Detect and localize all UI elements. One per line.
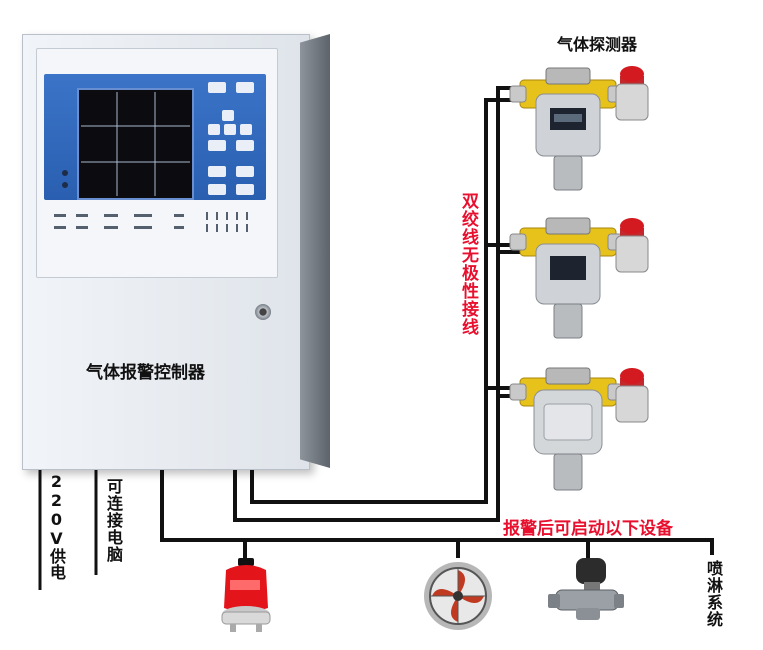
solenoid-valve-icon — [548, 558, 624, 620]
gas-detector-title: 气体探测器 — [557, 35, 638, 54]
key-button[interactable] — [236, 184, 254, 195]
bus-wire-outer — [233, 86, 520, 522]
key-right-button[interactable] — [240, 124, 252, 135]
lcd-grid — [81, 92, 190, 196]
key-button[interactable] — [236, 166, 254, 177]
sprinkler-label: 喷淋系统 — [704, 560, 723, 628]
key-button[interactable] — [236, 140, 254, 151]
wiring-note: 双绞线无极性接线 — [458, 192, 478, 336]
key-button[interactable] — [208, 166, 226, 177]
pc-connect-label: 可连接电脑 — [104, 478, 123, 563]
gas-detector-3 — [509, 367, 649, 491]
key-up-button[interactable] — [222, 110, 234, 121]
power-label: 220V供电 — [47, 472, 66, 580]
lock-icon[interactable] — [255, 304, 271, 320]
bus-wire-inner — [250, 98, 520, 504]
indicator-strip — [44, 208, 268, 238]
key-button[interactable] — [208, 140, 226, 151]
keypad — [202, 80, 262, 196]
controller-label: 气体报警控制器 — [86, 363, 205, 383]
status-led-1 — [62, 170, 68, 176]
key-left-button[interactable] — [208, 124, 220, 135]
gas-detector-1 — [509, 66, 649, 191]
gas-detector-2 — [509, 217, 649, 339]
key-button[interactable] — [208, 82, 226, 93]
lcd-screen — [77, 88, 194, 200]
linkage-wire — [160, 470, 714, 555]
exhaust-fan-icon — [424, 562, 492, 630]
strobe-light-icon — [221, 558, 271, 632]
key-button[interactable] — [208, 184, 226, 195]
linkage-label: 报警后可启动以下设备 — [503, 519, 673, 539]
key-down-button[interactable] — [224, 124, 236, 135]
key-button[interactable] — [236, 82, 254, 93]
cabinet-side-edge — [300, 34, 330, 468]
status-led-2 — [62, 182, 68, 188]
